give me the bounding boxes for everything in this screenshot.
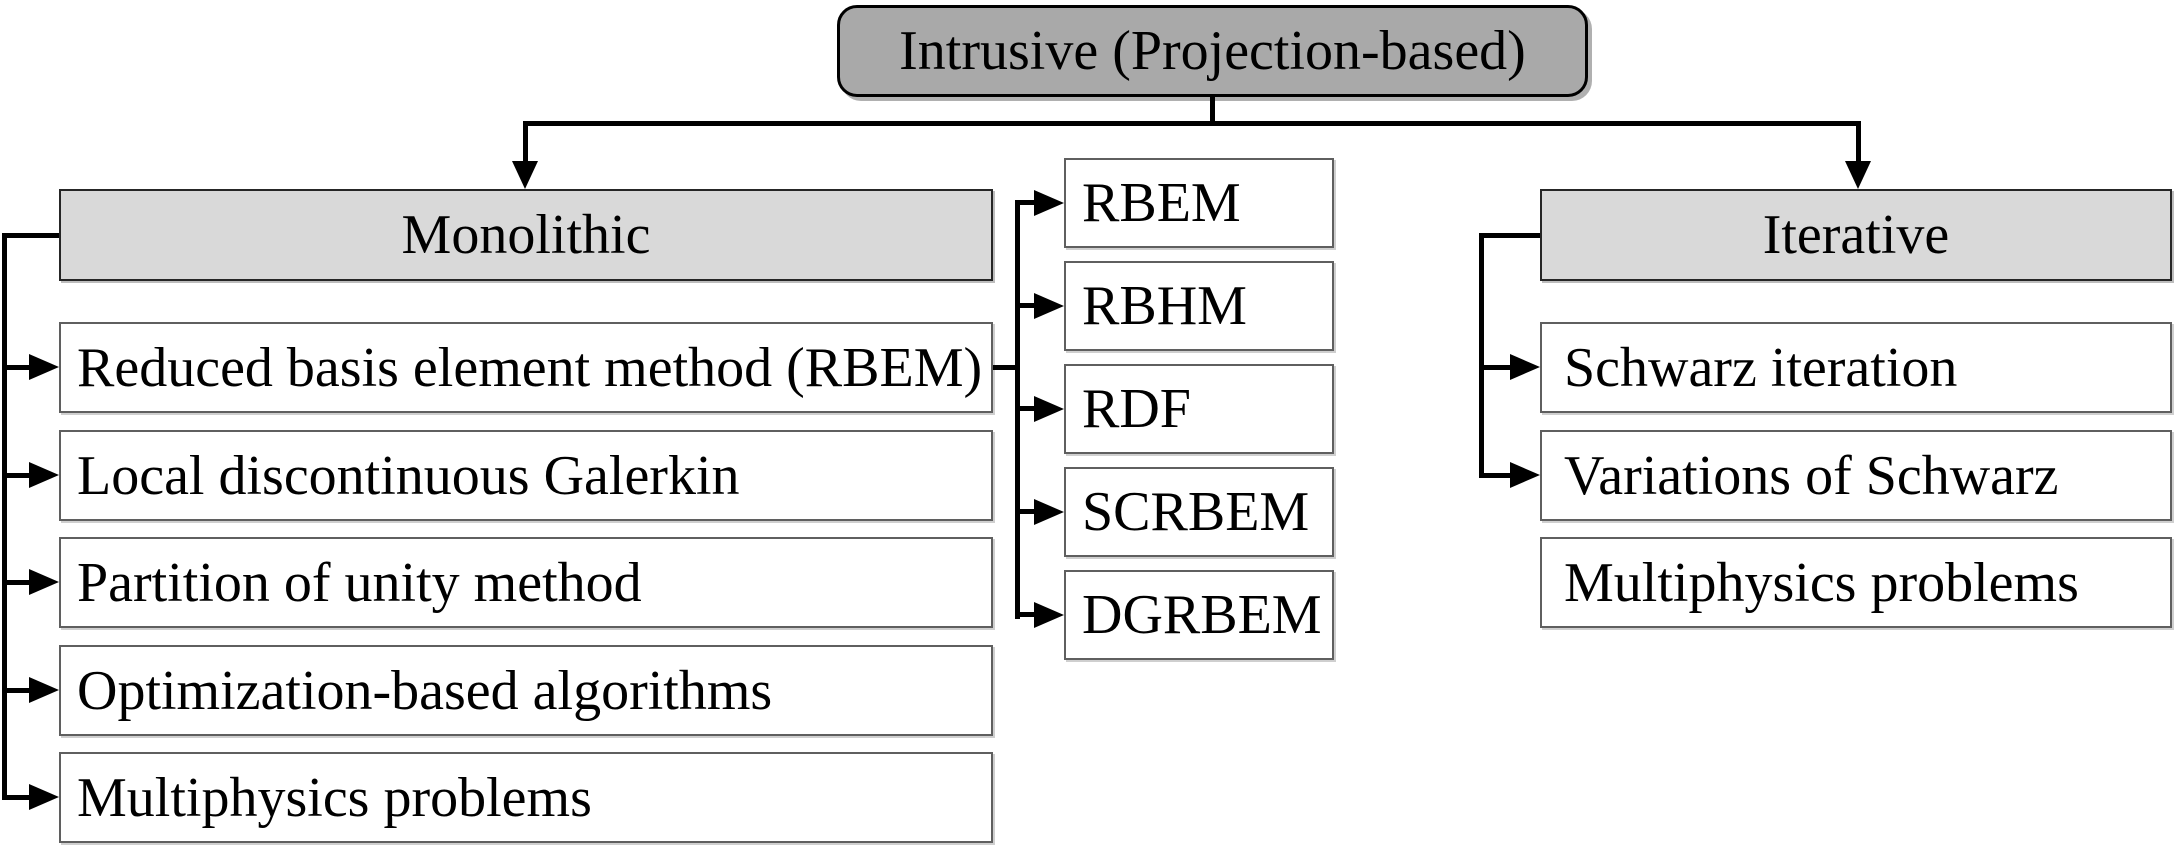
arrow-right-icon: [29, 677, 59, 703]
arrow-right-icon: [1034, 602, 1064, 628]
connector-line: [2, 365, 34, 370]
iterative-header-label: Iterative: [1762, 204, 1950, 266]
rbem-variant-label: RBHM: [1082, 275, 1247, 337]
iterative-item-box: Multiphysics problems: [1540, 537, 2172, 628]
arrow-right-icon: [29, 354, 59, 380]
monolithic-drop-line: [523, 121, 528, 163]
connector-line: [1015, 303, 1037, 308]
rbem-variant-box: RBEM: [1064, 158, 1334, 248]
iterative-item-label: Multiphysics problems: [1564, 551, 2079, 614]
monolithic-item-box: Partition of unity method: [59, 537, 993, 628]
arrow-right-icon: [1510, 462, 1540, 488]
connector-line: [1015, 200, 1037, 205]
connector-line: [2, 580, 34, 585]
connector-line: [2, 688, 34, 693]
monolithic-item-label: Multiphysics problems: [77, 766, 592, 829]
iterative-item-label: Variations of Schwarz: [1564, 444, 2059, 507]
root-node: Intrusive (Projection-based): [837, 5, 1588, 97]
arrow-right-icon: [1034, 396, 1064, 422]
rbem-source-stub-line: [993, 365, 1020, 370]
iterative-rail-stub-line: [1479, 233, 1540, 238]
monolithic-rail-stub-line: [2, 233, 59, 238]
monolithic-item-box: Multiphysics problems: [59, 752, 993, 843]
branch-rail-line: [523, 121, 1861, 126]
iterative-item-box: Variations of Schwarz: [1540, 430, 2172, 521]
monolithic-item-box: Reduced basis element method (RBEM): [59, 322, 993, 413]
monolithic-header: Monolithic: [59, 189, 993, 281]
iterative-drop-line: [1856, 121, 1861, 163]
arrow-down-icon: [1845, 161, 1871, 189]
connector-line: [1015, 612, 1037, 617]
connector-line: [2, 473, 34, 478]
monolithic-item-label: Reduced basis element method (RBEM): [77, 336, 983, 399]
connector-line: [1015, 406, 1037, 411]
monolithic-item-label: Local discontinuous Galerkin: [77, 444, 740, 507]
root-node-label: Intrusive (Projection-based): [899, 20, 1526, 82]
root-stem-line: [1210, 97, 1215, 124]
monolithic-item-label: Optimization-based algorithms: [77, 659, 773, 722]
connector-line: [2, 795, 34, 800]
rbem-variant-label: RBEM: [1082, 172, 1241, 234]
rbem-variant-box: DGRBEM: [1064, 570, 1334, 660]
arrow-right-icon: [1510, 354, 1540, 380]
monolithic-item-box: Optimization-based algorithms: [59, 645, 993, 736]
monolithic-rail-line: [2, 233, 7, 800]
monolithic-item-box: Local discontinuous Galerkin: [59, 430, 993, 521]
arrow-right-icon: [29, 462, 59, 488]
iterative-rail-line: [1479, 233, 1484, 477]
iterative-item-label: Schwarz iteration: [1564, 336, 1958, 399]
iterative-item-box: Schwarz iteration: [1540, 322, 2172, 413]
arrow-right-icon: [29, 569, 59, 595]
rbem-variant-label: SCRBEM: [1082, 481, 1310, 543]
rbem-variant-label: RDF: [1082, 378, 1191, 440]
rbem-variant-label: DGRBEM: [1082, 584, 1322, 646]
iterative-header: Iterative: [1540, 189, 2172, 281]
rbem-variant-box: RDF: [1064, 364, 1334, 454]
connector-line: [1015, 509, 1037, 514]
connector-line: [1479, 365, 1517, 370]
arrow-right-icon: [1034, 190, 1064, 216]
rbem-variant-box: SCRBEM: [1064, 467, 1334, 557]
monolithic-item-label: Partition of unity method: [77, 551, 642, 614]
arrow-right-icon: [1034, 293, 1064, 319]
monolithic-header-label: Monolithic: [401, 204, 651, 266]
arrow-down-icon: [512, 161, 538, 189]
rbem-variant-box: RBHM: [1064, 261, 1334, 351]
connector-line: [1479, 473, 1517, 478]
arrow-right-icon: [1034, 499, 1064, 525]
arrow-right-icon: [29, 784, 59, 810]
